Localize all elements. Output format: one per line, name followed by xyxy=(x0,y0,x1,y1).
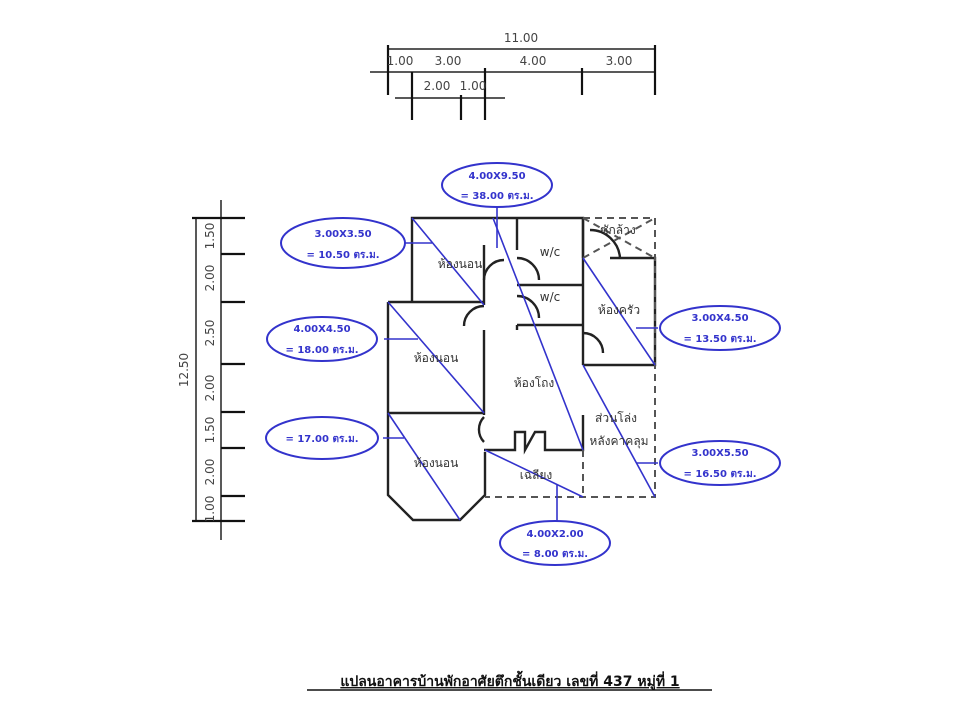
svg-text:= 18.00 ตร.ม.: = 18.00 ตร.ม. xyxy=(285,345,358,356)
label-bedroom-3: ห้องนอน xyxy=(414,456,459,470)
dim-left-7: 1.00 xyxy=(203,496,217,523)
plan-title: แปลนอาคารบ้านพักอาศัยตึกชั้นเดียว เลขที่… xyxy=(340,670,679,690)
label-kitchen: ห้องครัว xyxy=(598,303,640,317)
label-wc-1: w/c xyxy=(540,245,560,259)
area-callout-open-area: 3.00X5.50 = 16.50 ตร.ม. xyxy=(659,440,781,486)
svg-text:= 8.00 ตร.ม.: = 8.00 ตร.ม. xyxy=(522,549,588,560)
dim-top-2: 3.00 xyxy=(435,54,462,68)
area-callout-bedroom-2: 4.00X4.50 = 18.00 ตร.ม. xyxy=(266,316,378,362)
dim-top-4: 3.00 xyxy=(606,54,633,68)
svg-text:4.00X2.00: 4.00X2.00 xyxy=(526,529,583,540)
dim-left-4: 2.00 xyxy=(203,375,217,402)
svg-text:3.00X5.50: 3.00X5.50 xyxy=(691,448,748,459)
area-callout-hall: 4.00X9.50 = 38.00 ตร.ม. xyxy=(441,162,553,208)
label-veranda: เฉลียง xyxy=(520,468,553,482)
dim-top-1: 1.00 xyxy=(387,54,414,68)
dim-sub-1: 2.00 xyxy=(424,79,451,93)
svg-text:= 13.50 ตร.ม.: = 13.50 ตร.ม. xyxy=(683,334,756,345)
svg-text:3.00X4.50: 3.00X4.50 xyxy=(691,313,748,324)
walls xyxy=(386,216,657,522)
dim-left-3: 2.50 xyxy=(203,320,217,347)
dim-total-depth: 12.50 xyxy=(177,353,191,387)
dim-top-3: 4.00 xyxy=(520,54,547,68)
svg-text:3.00X3.50: 3.00X3.50 xyxy=(314,229,371,240)
svg-text:= 16.50 ตร.ม.: = 16.50 ตร.ม. xyxy=(683,469,756,480)
dashed-outline xyxy=(485,217,656,498)
label-covered-roof: หลังคาคลุม xyxy=(589,434,648,449)
area-callout-veranda: 4.00X2.00 = 8.00 ตร.ม. xyxy=(499,520,611,566)
label-hall: ห้องโถง xyxy=(514,376,555,390)
svg-text:4.00X9.50: 4.00X9.50 xyxy=(468,171,525,182)
label-bedroom-1: ห้องนอน xyxy=(438,257,483,271)
label-wc-2: w/c xyxy=(540,290,560,304)
label-open-area: ส่วนโล่ง xyxy=(595,411,637,425)
dim-left-6: 2.00 xyxy=(203,459,217,486)
label-bedroom-2: ห้องนอน xyxy=(414,351,459,365)
top-dimensions: 11.00 1.00 3.00 4.00 3.00 2.00 1.00 xyxy=(370,31,657,120)
svg-text:4.00X4.50: 4.00X4.50 xyxy=(293,324,350,335)
area-callout-bedroom-3: = 17.00 ตร.ม. xyxy=(265,416,379,460)
area-diagonals xyxy=(383,206,658,523)
dim-sub-2: 1.00 xyxy=(460,79,487,93)
dim-total-width: 11.00 xyxy=(504,31,538,45)
svg-text:= 38.00 ตร.ม.: = 38.00 ตร.ม. xyxy=(460,191,533,202)
area-callout-bedroom-1: 3.00X3.50 = 10.50 ตร.ม. xyxy=(280,217,406,269)
area-callout-kitchen: 3.00X4.50 = 13.50 ตร.ม. xyxy=(659,305,781,351)
svg-text:= 10.50 ตร.ม.: = 10.50 ตร.ม. xyxy=(306,250,379,261)
svg-text:= 17.00 ตร.ม.: = 17.00 ตร.ม. xyxy=(285,434,358,445)
left-dimensions: 12.50 1.50 2.00 2.50 2.00 1.50 2.00 1.00 xyxy=(177,200,245,540)
dim-left-5: 1.50 xyxy=(203,417,217,444)
dim-left-2: 2.00 xyxy=(203,265,217,292)
room-labels: ห้องนอน ห้องนอน ห้องนอน w/c w/c ซักล้าง … xyxy=(414,223,649,482)
dim-left-1: 1.50 xyxy=(203,223,217,250)
label-laundry: ซักล้าง xyxy=(600,223,635,237)
